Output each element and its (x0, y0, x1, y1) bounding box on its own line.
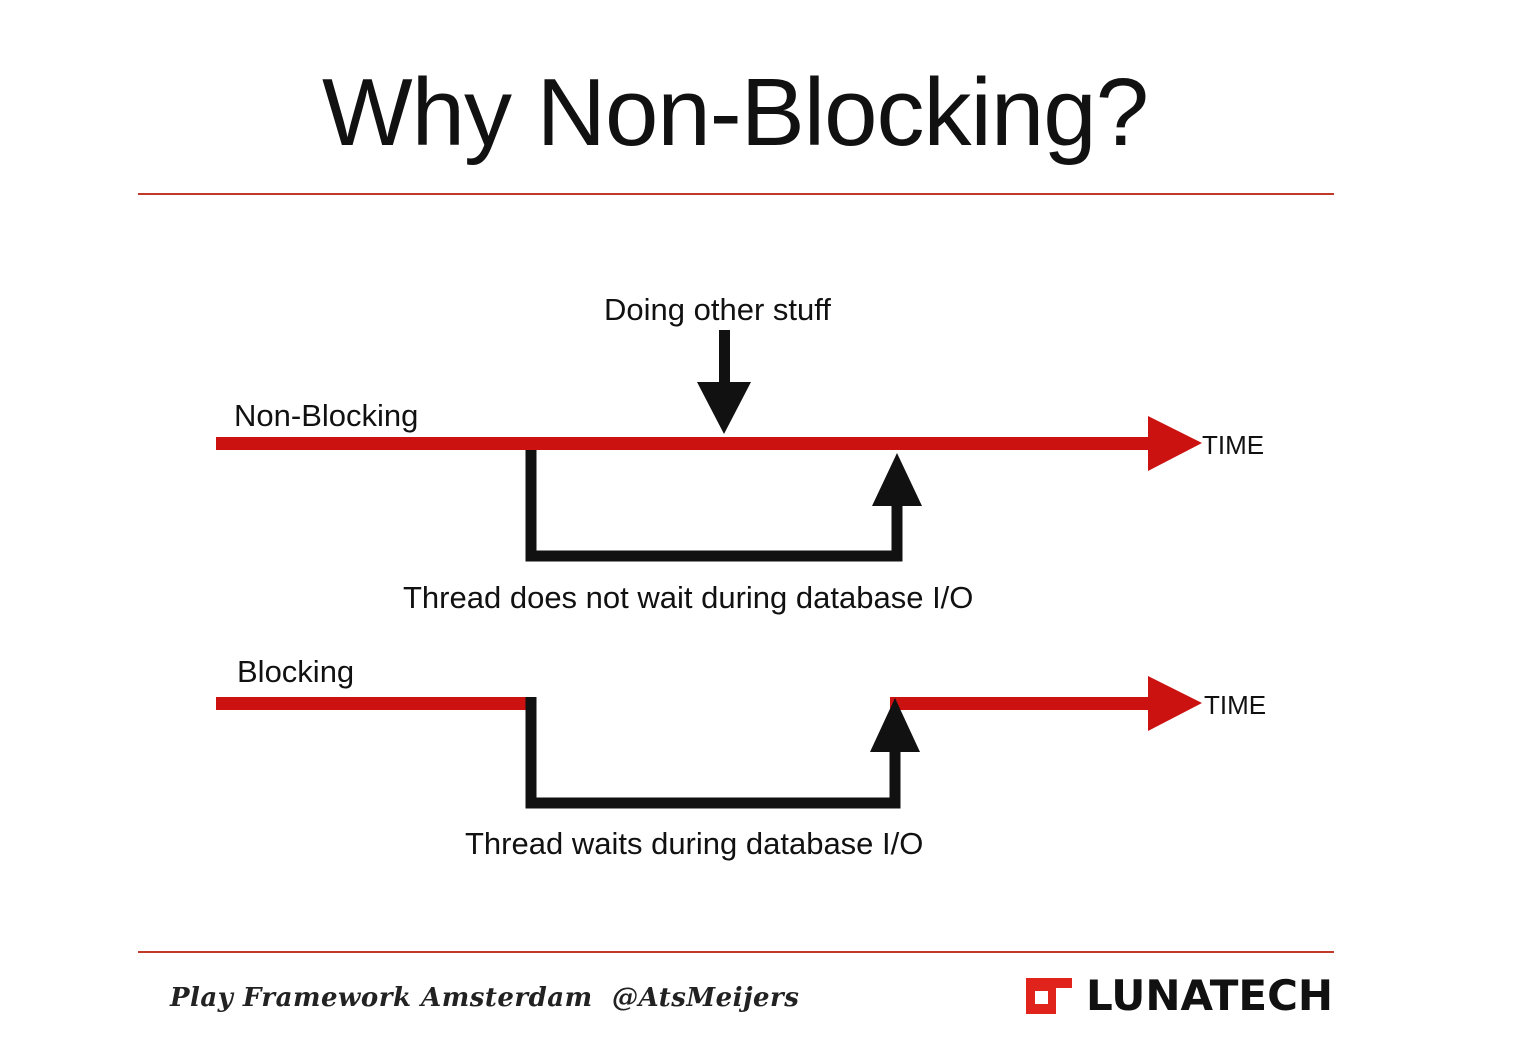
non-blocking-time-arrowhead (1148, 416, 1202, 471)
non-blocking-return-arrowhead (872, 453, 922, 506)
blocking-thread-path (525, 697, 901, 809)
doing-other-stuff-arrow-shaft (719, 330, 730, 392)
blocking-return-arrowhead (870, 698, 920, 752)
non-blocking-label: Non-Blocking (234, 398, 419, 433)
doing-other-stuff-label: Doing other stuff (604, 292, 831, 327)
non-blocking-timeline (216, 437, 1156, 450)
brand-lockup: LUNATECH (1026, 972, 1333, 1020)
non-blocking-thread-path (525, 450, 903, 562)
footer-twitter-handle: @AtsMeijers (612, 983, 800, 1013)
doing-other-stuff-arrowhead (697, 382, 751, 434)
non-blocking-caption: Thread does not wait during database I/O (403, 580, 974, 615)
blocking-label: Blocking (237, 654, 355, 689)
brand-name: LUNATECH (1086, 971, 1334, 1020)
blocking-caption: Thread waits during database I/O (465, 826, 924, 861)
lunatech-logo-icon (1026, 978, 1072, 1014)
non-blocking-time-label: TIME (1202, 430, 1265, 460)
blocking-time-arrowhead (1148, 676, 1202, 731)
blocking-time-label: TIME (1204, 690, 1267, 720)
slide-title: Why Non-Blocking? (322, 59, 1149, 166)
blocking-timeline-after (890, 697, 1156, 710)
top-divider (138, 193, 1334, 195)
bottom-divider (138, 951, 1334, 953)
footer-event-name: Play Framework Amsterdam (170, 983, 593, 1013)
blocking-timeline-before (216, 697, 532, 710)
